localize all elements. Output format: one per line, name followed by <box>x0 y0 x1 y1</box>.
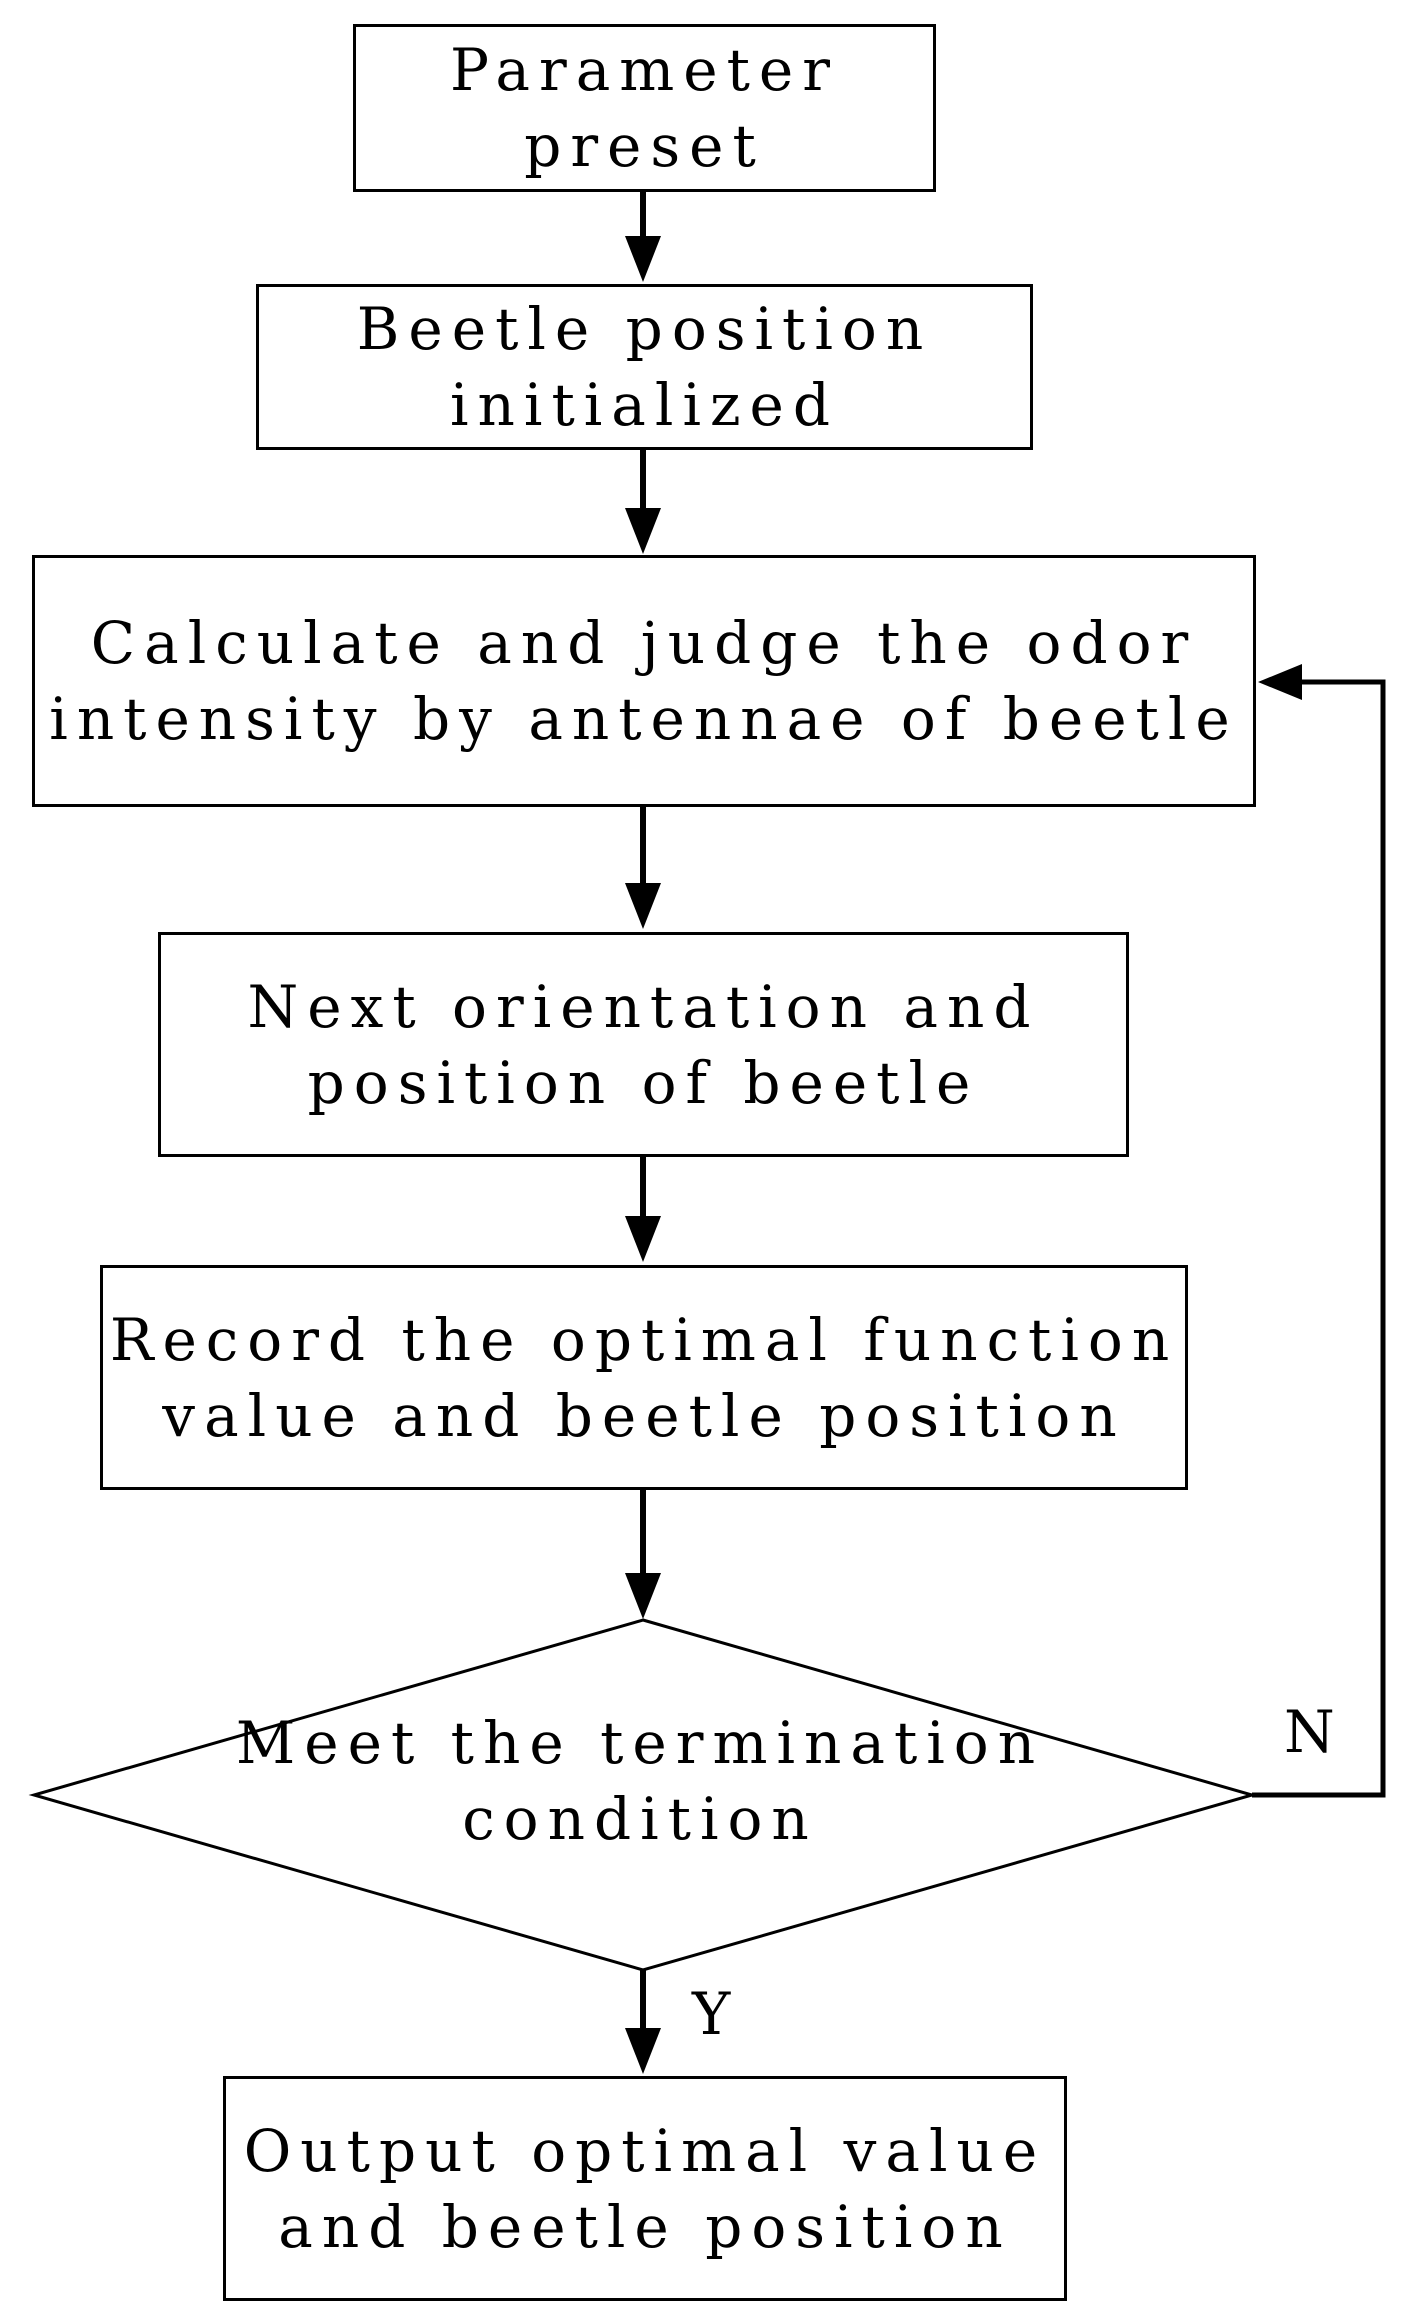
decision-line1: Meet the termination <box>235 1709 1045 1777</box>
step-parameter-preset-line2: preset <box>524 112 765 180</box>
step-next-line2: position of beetle <box>307 1048 980 1117</box>
step-beetle-position-initialized: Beetle position initialized <box>256 284 1033 450</box>
step-calculate-odor-intensity: Calculate and judge the odor intensity b… <box>32 555 1256 807</box>
arrow-record-to-decision <box>625 1490 661 1619</box>
decision-label: Meet the termination condition <box>230 1705 1050 1857</box>
arrow-init-to-calc <box>625 450 661 554</box>
step-record-line1: Record the optimal function <box>109 1305 1179 1374</box>
decision-line2: condition <box>462 1785 818 1853</box>
step-next-orientation: Next orientation and position of beetle <box>158 932 1129 1157</box>
arrow-loop-back-to-calc <box>1252 664 1386 1798</box>
step-output-line2: and beetle position <box>278 2192 1012 2261</box>
arrow-calc-to-next <box>625 807 661 929</box>
step-parameter-preset: Parameter preset <box>353 24 936 192</box>
step-record-optimal: Record the optimal function value and be… <box>100 1265 1188 1490</box>
arrow-next-to-record <box>625 1157 661 1262</box>
step-output-optimal: Output optimal value and beetle position <box>223 2076 1067 2301</box>
step-calc-line1: Calculate and judge the odor <box>90 609 1198 677</box>
step-init-line1: Beetle position <box>356 295 933 363</box>
step-next-line1: Next orientation and <box>247 972 1040 1041</box>
step-record-line2: value and beetle position <box>162 1381 1126 1450</box>
step-init-line2: initialized <box>450 371 839 439</box>
arrow-preset-to-init <box>625 192 661 282</box>
arrow-decision-to-output <box>625 1970 661 2074</box>
step-output-line1: Output optimal value <box>243 2116 1047 2185</box>
branch-label-no: N <box>1284 1698 1335 1766</box>
step-parameter-preset-line1: Parameter <box>450 36 839 104</box>
branch-label-yes: Y <box>692 1980 731 2048</box>
step-calc-line2: intensity by antennae of beetle <box>49 685 1239 753</box>
